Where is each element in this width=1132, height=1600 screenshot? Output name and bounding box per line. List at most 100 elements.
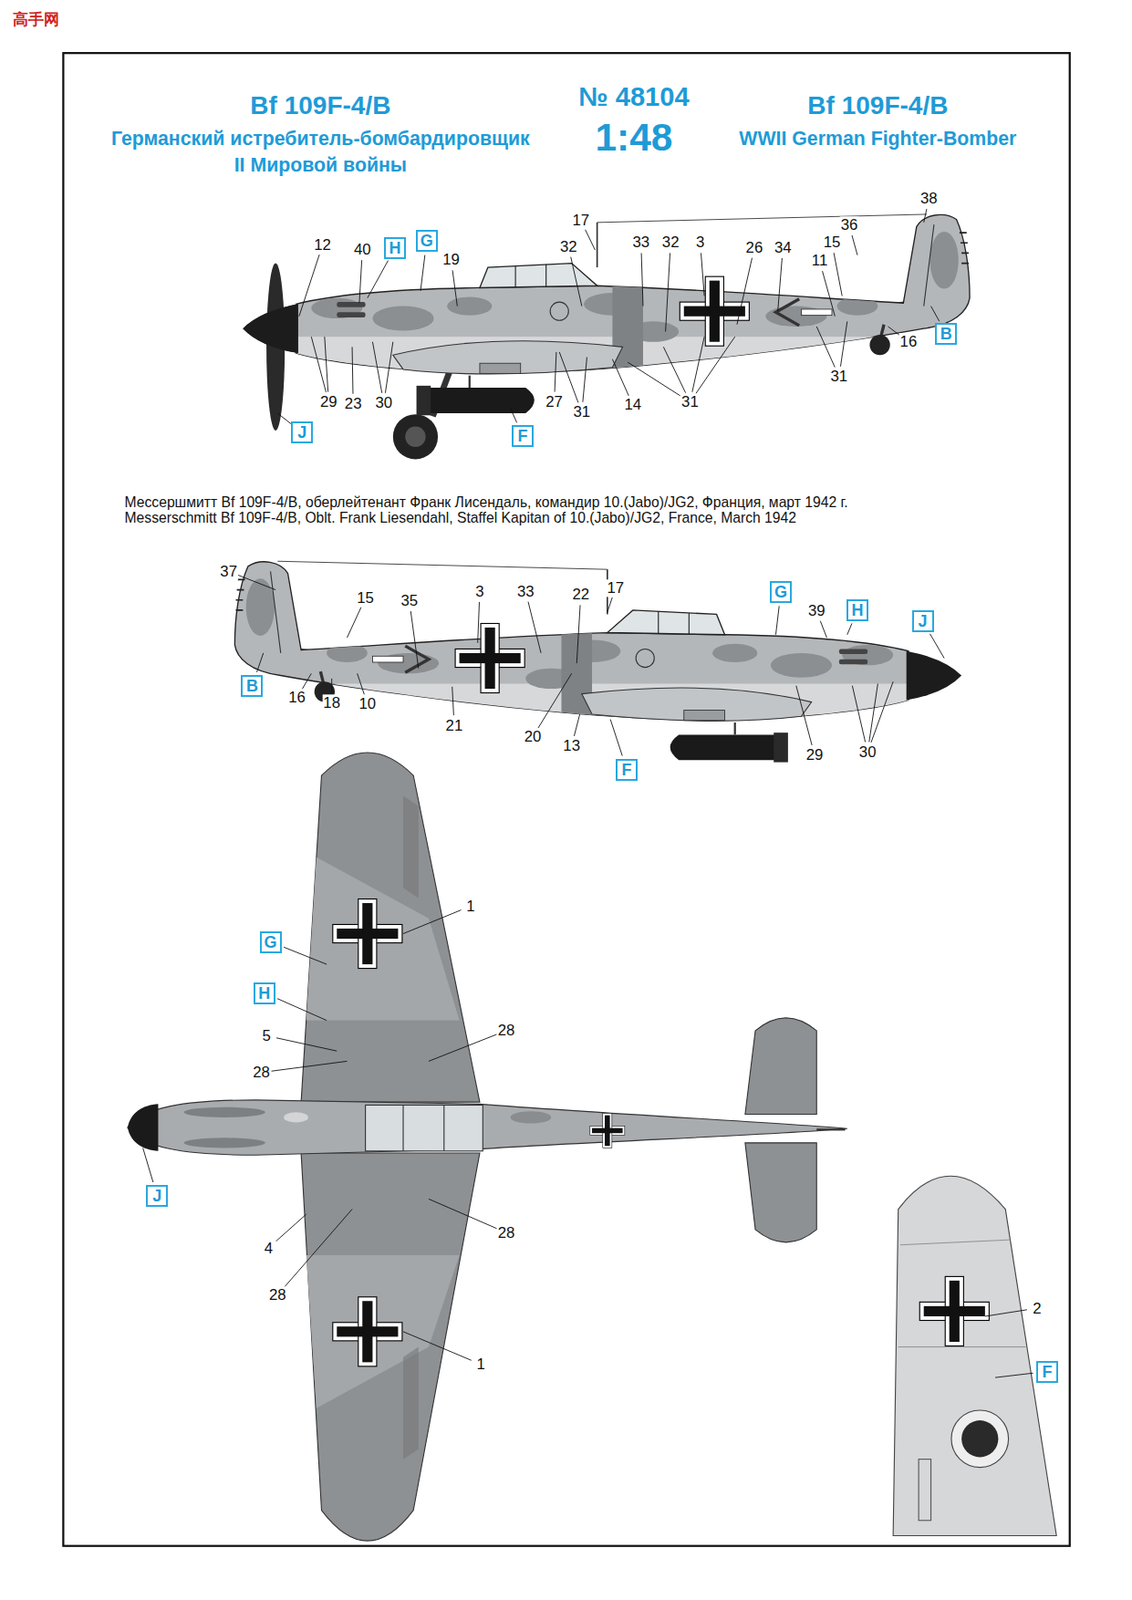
paint-code-letter: B [246,677,259,695]
leader-line [663,346,686,393]
leader-line [452,686,455,716]
callout-number: 33 [516,582,536,601]
paint-code-box: F [615,758,638,781]
paint-code-letter: G [264,934,278,951]
callout-number: 40 [353,241,373,260]
leader-line [840,321,847,366]
callout-number: 32 [559,238,579,256]
paint-code-letter: G [420,232,434,250]
callout-number: 34 [773,238,793,257]
leader-line [641,252,644,306]
callout-number: 3 [474,582,485,601]
paint-code-box: H [253,982,276,1005]
callout-number: 30 [858,743,878,761]
leader-line [384,342,393,394]
leader-line [554,352,557,393]
leader-line [929,633,945,659]
paint-code-letter: J [297,424,307,441]
leader-line [924,208,927,223]
callout-number: 10 [358,695,378,713]
leader-line [871,681,894,743]
caption: Messerschmitt Bf 109F-4/B, Oblt. Frank L… [124,509,798,527]
paint-code-box: J [290,421,313,444]
leader-line [238,575,276,591]
leader-line [420,255,426,291]
leader-line [403,910,461,935]
leader-line [452,270,457,306]
leader-line [778,258,783,312]
callout-number: 3 [695,234,706,252]
leader-line [311,336,326,393]
leader-line [276,1038,337,1051]
callout-number: 17 [571,211,591,229]
paint-code-letter: H [389,239,402,257]
callout-number: 12 [312,236,333,254]
callout-number: 14 [623,396,643,415]
label-text: WWII German Fighter-Bomber [738,127,1017,150]
callout-number: 37 [218,562,239,581]
paint-code-letter: F [622,761,633,779]
callout-number: 28 [251,1063,271,1081]
leader-line [359,259,363,303]
paint-code-box: H [846,599,869,622]
leader-line [796,685,812,746]
paint-code-box: F [511,425,534,447]
callout-number: 28 [497,1224,517,1242]
callout-number: 2 [1031,1299,1042,1318]
title: Bf 109F-4/B [249,91,391,121]
callout-number: 30 [373,394,394,412]
paint-code-letter: B [940,325,953,343]
callout-number: 11 [810,252,829,271]
callout-number: 31 [680,393,700,411]
paint-code-letter: H [851,602,863,619]
leader-line [816,326,835,368]
callout-number: 15 [355,589,375,607]
callout-number: 31 [572,403,592,421]
label-text: № 48104 [578,83,689,114]
paint-code-box: G [259,931,282,954]
leader-line [695,336,736,394]
callout-number: 35 [399,591,419,610]
leader-line [931,306,940,322]
leader-line [510,407,518,423]
leader-line [538,673,572,728]
callout-number: 1 [465,897,476,915]
leader-line [346,607,361,638]
paint-code-letter: J [152,1187,162,1205]
callout-number: 22 [571,586,591,604]
leader-line [610,719,623,757]
leader-line [277,413,291,425]
leader-line [607,597,613,613]
leader-line [428,1034,498,1061]
label-text: Мессершмитт Bf 109F-4/B, оберлейтенант Ф… [124,494,849,511]
leader-line [737,258,753,325]
leader-line [585,229,596,250]
paint-code-letter: H [258,985,271,1002]
callout-number: 16 [287,689,307,707]
leader-line [851,235,858,256]
leader-line [477,602,480,644]
leader-line [665,252,671,332]
callout-number: 27 [544,393,564,411]
paint-code-box: B [934,322,957,345]
paint-code-box: F [1036,1360,1059,1383]
label-text: Германский истребитель-бомбардировщик [111,127,530,150]
callout-number: 26 [745,238,765,257]
leader-line [612,359,629,396]
callout-number: 28 [497,1022,517,1040]
callout-number: 19 [441,251,461,270]
leader-line [995,1372,1034,1378]
leader-line [822,270,836,317]
leader-line [833,252,842,296]
leader-line [573,714,580,737]
leader-line [847,623,852,634]
leader-line [352,346,354,394]
paint-code-letter: G [774,583,788,601]
callout-number: 13 [561,737,582,755]
callout-number: 38 [919,190,939,208]
leader-line [367,260,389,299]
leader-line [820,620,827,638]
callout-number: 39 [807,602,827,621]
callout-number: 1 [475,1355,486,1373]
